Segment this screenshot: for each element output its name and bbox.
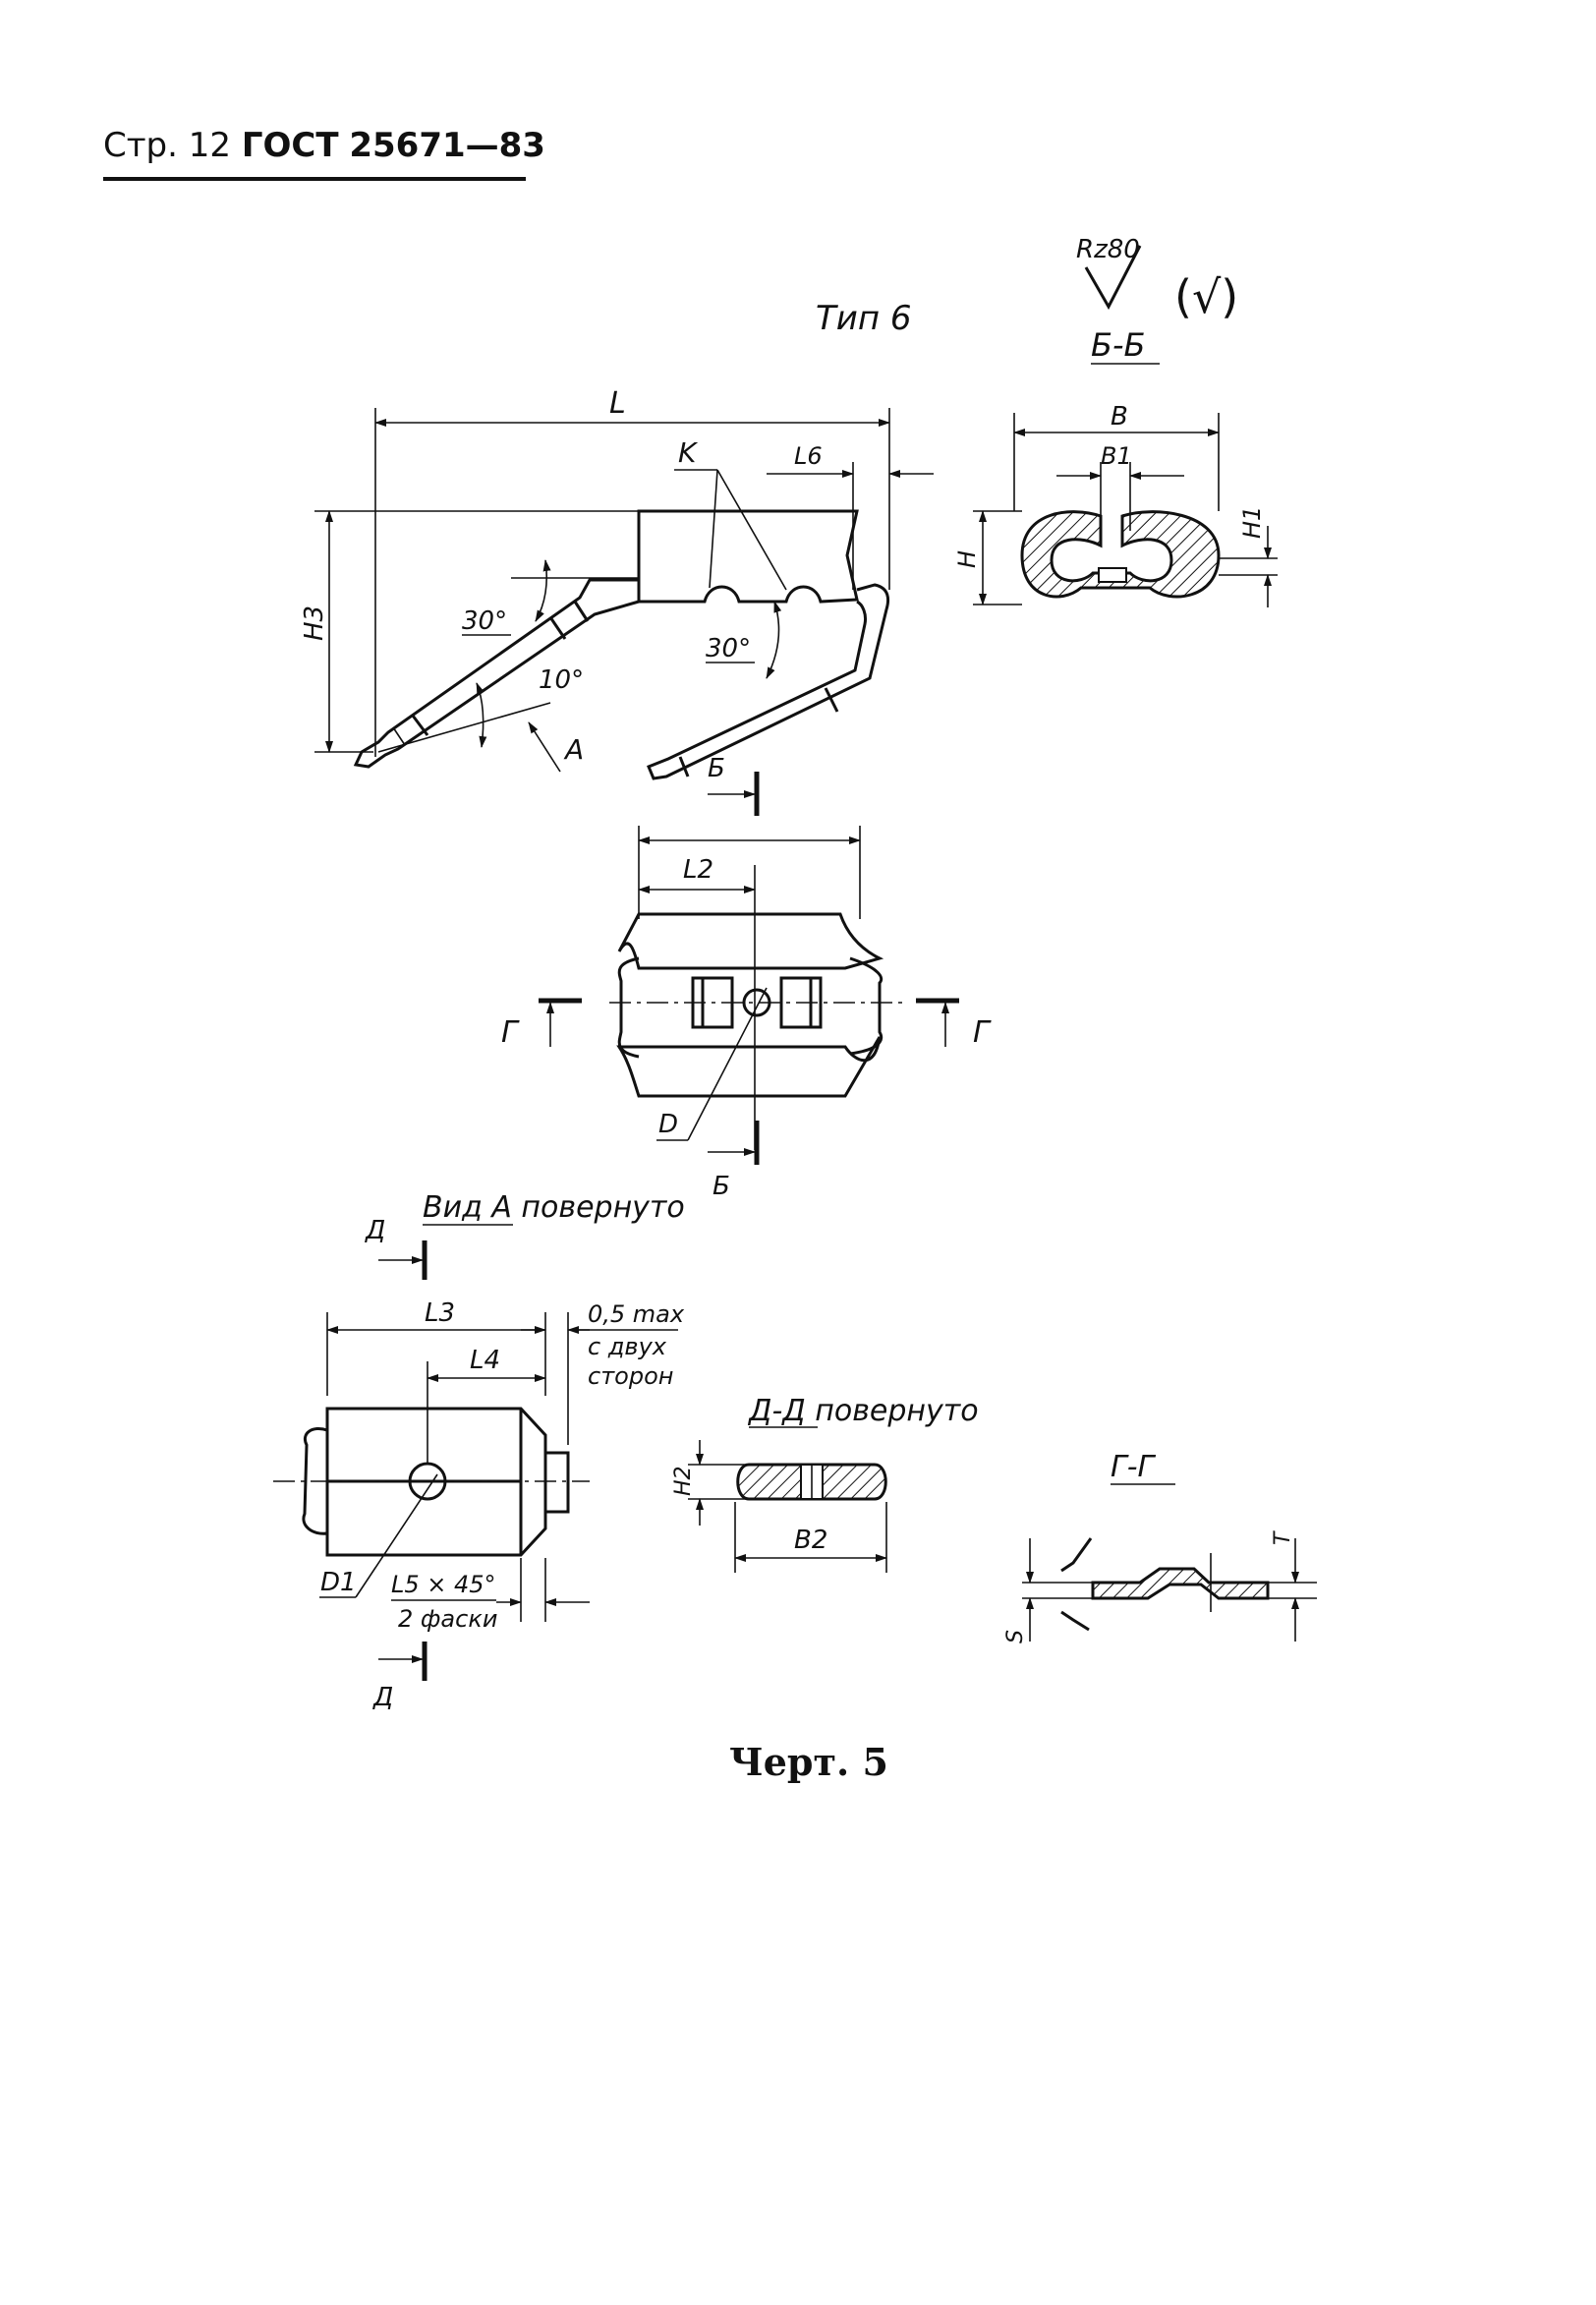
- dim-l3: L3: [425, 1298, 455, 1328]
- chamfer-label: L5 × 45°: [391, 1571, 496, 1598]
- dim-h1: H1: [1238, 506, 1266, 539]
- cut-b-bottom-label: Б: [712, 1172, 730, 1201]
- section-bb: Б-Б B B1 H H1: [953, 326, 1278, 607]
- header-rule: [103, 177, 526, 181]
- cut-d-top-label: Д: [365, 1216, 385, 1245]
- cut-b-top-label: Б: [708, 754, 725, 783]
- dim-d1: D1: [320, 1568, 357, 1597]
- section-gg: Г-Г S T: [1003, 1450, 1317, 1643]
- section-bb-title: Б-Б: [1091, 326, 1145, 364]
- top-view: L2 Г Г: [501, 826, 992, 1201]
- main-view: L L6 K H3 30°: [300, 386, 934, 816]
- angle-10: 10°: [539, 665, 584, 695]
- max-note-1: 0,5 max: [588, 1300, 685, 1328]
- dim-b1: B1: [1101, 442, 1132, 470]
- standard-label: ГОСТ: [241, 126, 339, 165]
- section-dd-title: Д-Д повернуто: [747, 1394, 979, 1428]
- dim-d: D: [658, 1110, 678, 1139]
- figure-title: Тип 6: [816, 299, 912, 338]
- max-note-3: сторон: [588, 1362, 673, 1390]
- dim-t: T: [1271, 1530, 1295, 1545]
- page-prefix: Стр.: [103, 126, 178, 165]
- roughness-symbol: Rz80 (√): [1076, 235, 1238, 323]
- dim-h3: H3: [300, 605, 329, 641]
- cut-g-right-label: Г: [973, 1015, 992, 1050]
- view-a-arrow-label: A: [563, 733, 584, 766]
- cut-g-left-label: Г: [501, 1015, 520, 1050]
- page-number: 12: [188, 126, 232, 165]
- label-k: K: [678, 436, 699, 469]
- roughness-other: (√): [1174, 270, 1238, 323]
- dim-h: H: [953, 550, 981, 568]
- roughness-value: Rz80: [1076, 235, 1140, 264]
- dim-s: S: [1003, 1630, 1028, 1643]
- dim-h2: H2: [671, 1466, 696, 1496]
- dim-l: L: [609, 386, 626, 421]
- dim-b2: B2: [794, 1526, 827, 1555]
- angle-30-left: 30°: [462, 606, 507, 636]
- view-a-title: Вид А повернуто: [423, 1190, 685, 1225]
- angle-30-right: 30°: [706, 634, 751, 663]
- figure-caption: Черт. 5: [729, 1740, 888, 1784]
- view-a: Вид А повернуто Д L3 L4 0,5 max с двух с…: [273, 1190, 685, 1712]
- section-gg-title: Г-Г: [1111, 1450, 1157, 1484]
- dim-l2: L2: [683, 855, 713, 885]
- section-dd: Д-Д повернуто H2 B2: [671, 1394, 979, 1573]
- dim-b: B: [1111, 402, 1128, 432]
- max-note-2: с двух: [588, 1333, 667, 1360]
- chamfer-note: 2 фаски: [398, 1605, 497, 1633]
- dim-l6: L6: [794, 442, 823, 470]
- dim-l4: L4: [470, 1346, 500, 1375]
- standard-number: 25671—83: [349, 126, 545, 165]
- page-header: Стр. 12 ГОСТ 25671—83: [103, 126, 545, 165]
- cut-d-bottom-label: Д: [372, 1683, 393, 1712]
